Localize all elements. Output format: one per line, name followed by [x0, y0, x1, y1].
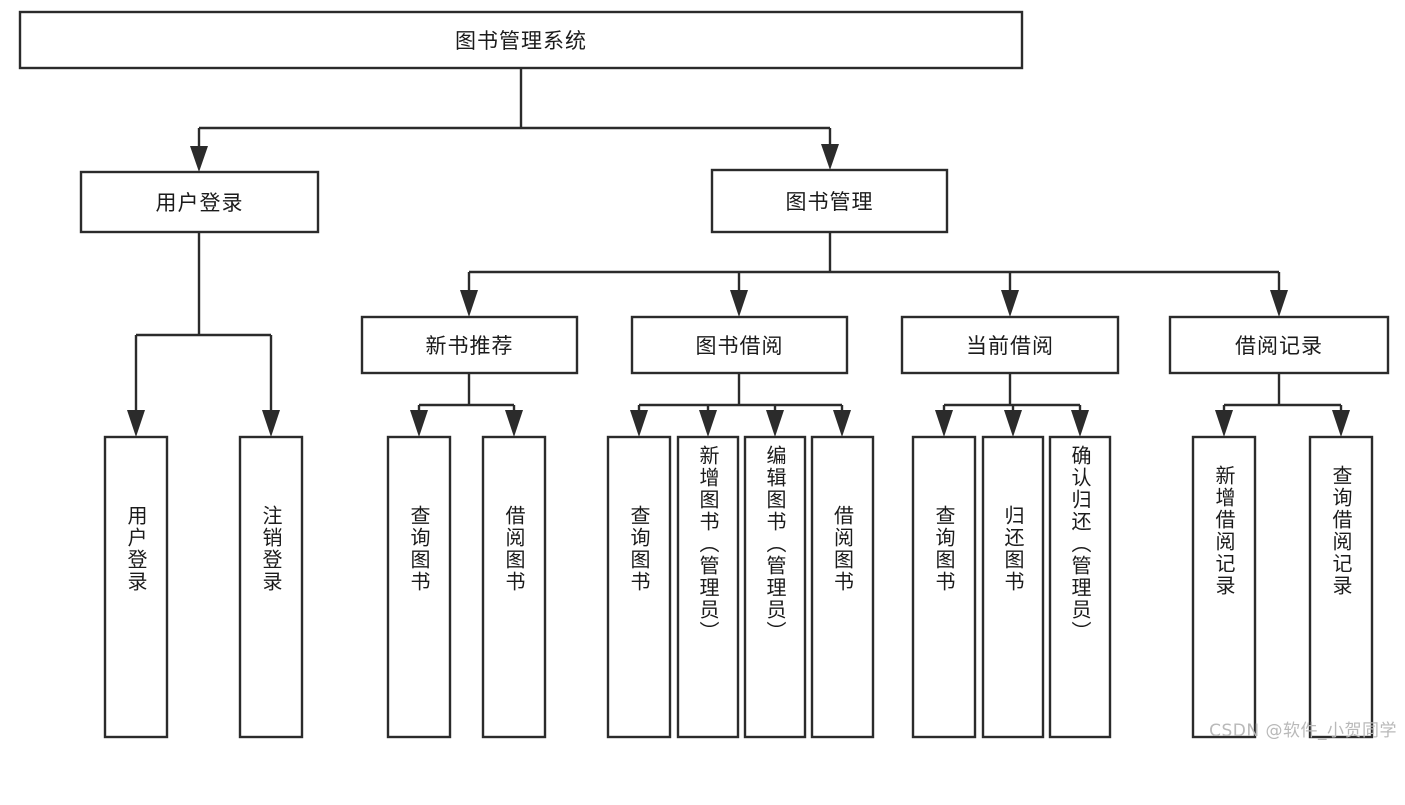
arrow-head-user-login: [190, 146, 208, 172]
node-box-book-borrow[interactable]: [630, 315, 849, 375]
arrow-head-leaf-borrow-book-1: [505, 410, 523, 437]
node-box-leaf-8[interactable]: [911, 435, 977, 739]
arrow-head-current: [1001, 290, 1019, 317]
node-box-root[interactable]: [18, 10, 1024, 70]
node-box-leaf-9[interactable]: [981, 435, 1045, 739]
csdn-watermark: CSDN @软件_小贺同学: [1209, 721, 1397, 741]
node-box-leaf-10[interactable]: [1048, 435, 1112, 739]
node-box-new-book-recommend[interactable]: [360, 315, 579, 375]
flowchart-svg: [18, 10, 1390, 739]
arrow-head-book-mgmt: [821, 144, 839, 170]
node-box-leaf-1[interactable]: [238, 435, 304, 739]
node-box-borrow-record[interactable]: [1168, 315, 1390, 375]
arrow-head-borrow: [730, 290, 748, 317]
arrow-head-newbook: [460, 290, 478, 317]
arrow-head-leaf-return-book: [1004, 410, 1022, 437]
arrow-head-leaf-user-login: [127, 410, 145, 437]
node-box-leaf-0[interactable]: [103, 435, 169, 739]
node-box-leaf-6[interactable]: [743, 435, 807, 739]
node-box-leaf-5[interactable]: [676, 435, 740, 739]
connector-layer: [127, 68, 1350, 437]
node-box-user-login[interactable]: [79, 170, 320, 234]
node-box-leaf-3[interactable]: [481, 435, 547, 739]
node-layer: [18, 10, 1390, 739]
arrow-head-leaf-edit-book: [766, 410, 784, 437]
arrow-head-leaf-confirm-return: [1071, 410, 1089, 437]
node-box-current-borrow[interactable]: [900, 315, 1120, 375]
arrow-head-leaf-logout: [262, 410, 280, 437]
node-box-book-management[interactable]: [710, 168, 949, 234]
flowchart-canvas: 图书管理系统 用户登录 图书管理 新书推荐 图书借阅 当前借阅 借阅记录 用户登…: [18, 10, 1397, 741]
arrow-head-leaf-borrow-book-2: [833, 410, 851, 437]
node-box-leaf-7[interactable]: [810, 435, 875, 739]
node-box-leaf-11[interactable]: [1191, 435, 1257, 739]
arrow-head-leaf-add-book: [699, 410, 717, 437]
arrow-head-leaf-query-book-3: [935, 410, 953, 437]
node-box-leaf-12[interactable]: [1308, 435, 1374, 739]
arrow-head-record: [1270, 290, 1288, 317]
node-box-leaf-2[interactable]: [386, 435, 452, 739]
arrow-head-leaf-query-book-2: [630, 410, 648, 437]
arrow-head-leaf-query-record: [1332, 410, 1350, 437]
arrow-head-leaf-query-book-1: [410, 410, 428, 437]
arrow-head-leaf-add-record: [1215, 410, 1233, 437]
node-box-leaf-4[interactable]: [606, 435, 672, 739]
